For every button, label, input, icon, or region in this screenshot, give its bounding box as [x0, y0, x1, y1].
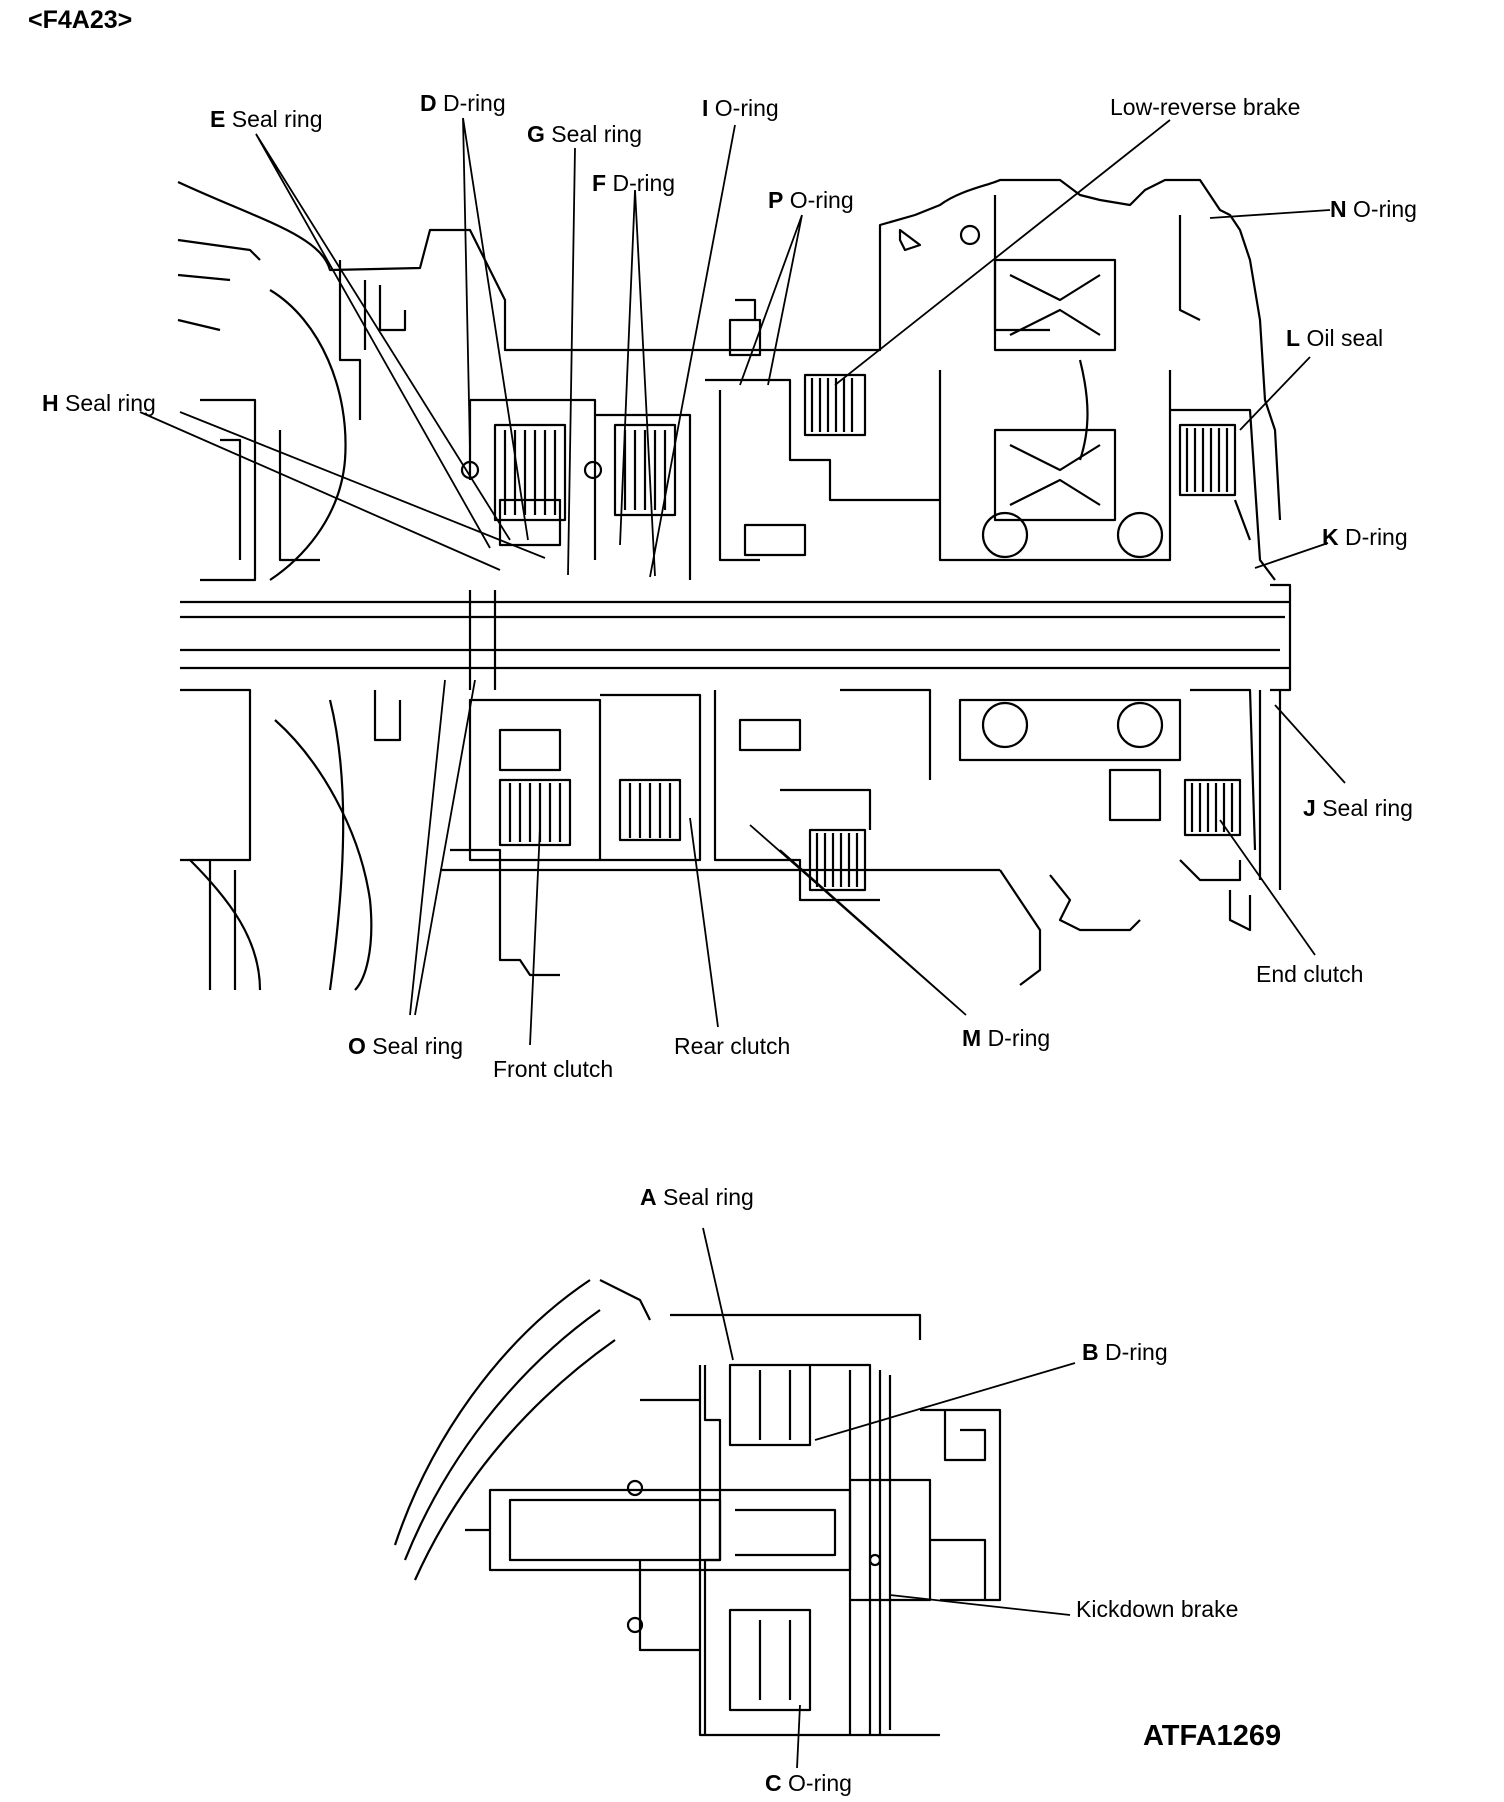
label-c-o-ring: C O-ring — [765, 1770, 852, 1796]
label-o-seal-ring: O Seal ring — [348, 1033, 464, 1059]
label-p-o-ring: P O-ring — [768, 187, 854, 213]
label-n-o-ring: N O-ring — [1330, 196, 1417, 222]
label-d-d-ring: D D-ring — [420, 90, 506, 116]
kickdown-section-housing — [393, 1279, 940, 1737]
label-b-d-ring: B D-ring — [1082, 1339, 1168, 1365]
label-j-seal-ring: J Seal ring — [1303, 795, 1413, 821]
label-g-seal-ring: G Seal ring — [527, 121, 643, 147]
leader-lines — [139, 117, 1346, 1769]
label-front-clutch: Front clutch — [493, 1056, 614, 1082]
label-a-seal-ring: A Seal ring — [640, 1184, 754, 1210]
kickdown-servo-piston — [465, 1478, 932, 1602]
transfer-bearings-lower — [958, 698, 1182, 822]
front-clutch-pack-lower — [468, 698, 602, 862]
diagram-title: <F4A23> — [28, 6, 133, 34]
label-e-seal-ring: E Seal ring — [210, 106, 323, 132]
kickdown-brake-band — [848, 1370, 1002, 1735]
label-rear-clutch: Rear clutch — [674, 1033, 791, 1059]
label-f-d-ring: F D-ring — [592, 170, 676, 196]
label-kickdown-brake: Kickdown brake — [1076, 1596, 1239, 1622]
transmission-case-lower — [180, 688, 1282, 991]
main-shaft — [180, 583, 1292, 692]
label-end-clutch: End clutch — [1256, 961, 1364, 987]
label-i-o-ring: I O-ring — [702, 95, 779, 121]
rear-clutch-pack-upper — [460, 413, 692, 580]
label-h-seal-ring: H Seal ring — [42, 390, 156, 416]
end-clutch-pack-lower — [1183, 688, 1257, 851]
figure-code: ATFA1269 — [1143, 1720, 1282, 1752]
label-low-reverse-brake: Low-reverse brake — [1110, 94, 1301, 120]
label-l-oil-seal: L Oil seal — [1286, 325, 1384, 351]
label-k-d-ring: K D-ring — [1322, 524, 1408, 550]
transfer-bearings-upper — [938, 258, 1172, 562]
end-clutch-pack-upper — [1170, 408, 1276, 581]
middle-housing-lower — [713, 688, 932, 902]
low-reverse-brake-pack — [705, 298, 940, 562]
label-m-d-ring: M D-ring — [962, 1025, 1051, 1051]
rear-clutch-pack-lower — [600, 693, 702, 862]
